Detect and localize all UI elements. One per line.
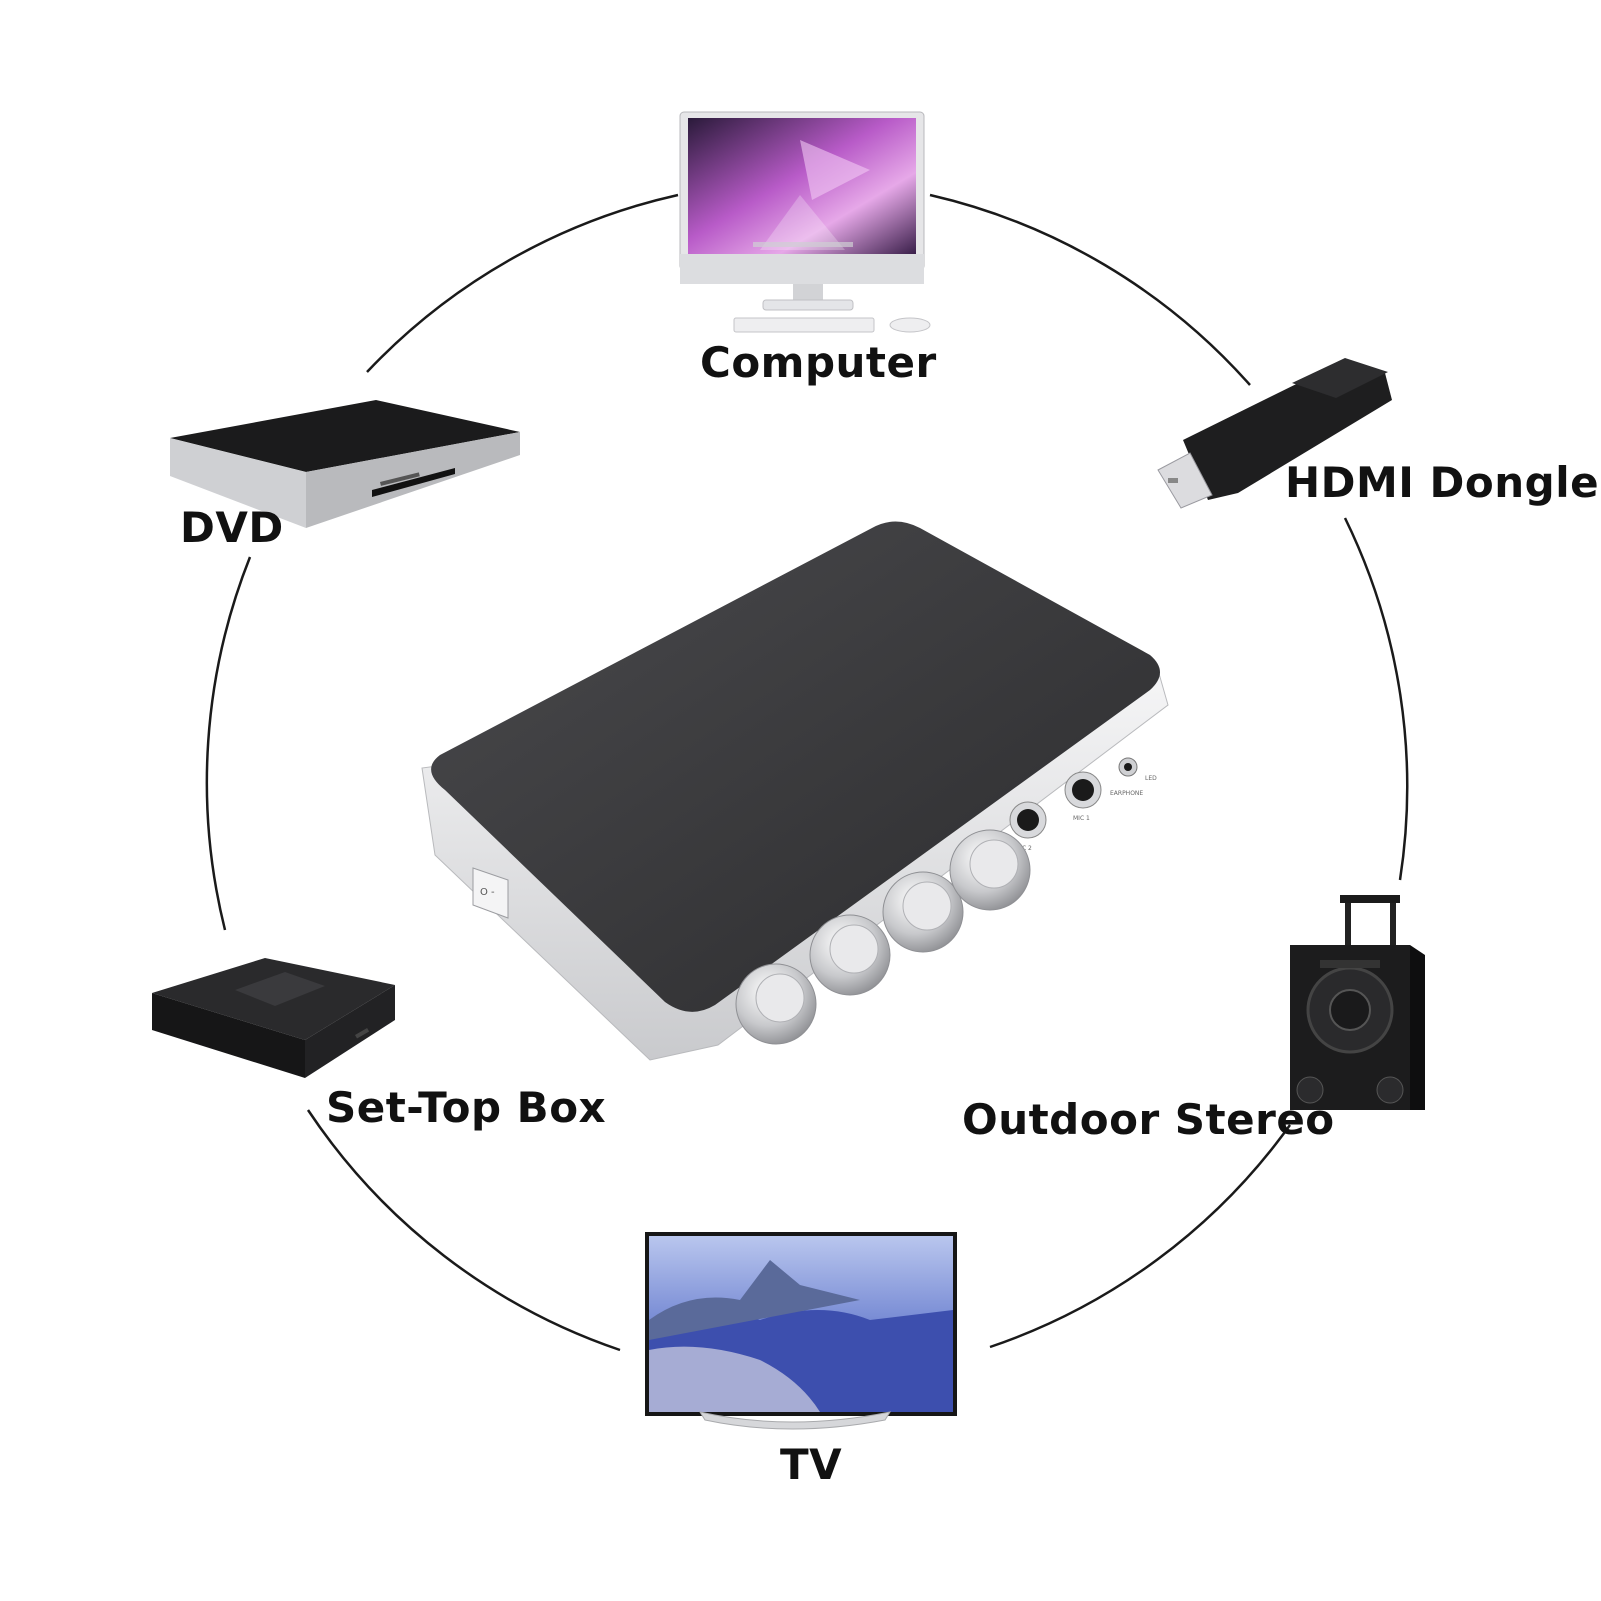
arc-outdoor-tv <box>989 1124 1292 1349</box>
arc-stb-dvd <box>205 556 252 931</box>
svg-text:O -: O - <box>480 887 495 898</box>
led-label: LED <box>1145 775 1157 782</box>
set-top-box-label: Set-Top Box <box>326 1083 607 1132</box>
dvd-label: DVD <box>180 503 284 552</box>
outdoor-stereo-label: Outdoor Stereo <box>962 1095 1335 1144</box>
arc-tv-stb <box>306 1109 621 1352</box>
arc-computer-hdmi <box>929 193 1251 386</box>
hdmi-dongle-icon <box>1157 358 1392 509</box>
mic-volume-knob[interactable] <box>882 871 964 953</box>
tv-icon <box>645 1232 957 1430</box>
arc-dvd-computer <box>366 193 679 373</box>
mic1-label: MIC 1 <box>1073 815 1090 822</box>
set-top-box-icon <box>152 958 395 1078</box>
earphone-jack: EARPHONE <box>1110 757 1143 797</box>
hdmi-dongle-label: HDMI Dongle <box>1285 458 1600 507</box>
connection-circle <box>205 193 1409 1352</box>
computer-label: Computer <box>700 338 937 387</box>
power-switch-icon: O - <box>472 867 509 919</box>
volume-knob[interactable] <box>735 963 817 1045</box>
outdoor-speaker-icon <box>1290 895 1425 1110</box>
mic2-volume-knob[interactable] <box>949 829 1031 911</box>
tv-label: TV <box>780 1440 843 1489</box>
karaoke-mixer-icon: O - MIC 2 MIC 1 EARPHONE LED <box>421 521 1169 1061</box>
mic1-jack: MIC 1 <box>1064 771 1102 822</box>
echo-knob[interactable] <box>809 914 891 996</box>
dvd-player-icon <box>170 400 520 528</box>
arc-hdmi-outdoor <box>1343 517 1409 881</box>
desktop-computer-icon <box>679 111 931 333</box>
earphone-label: EARPHONE <box>1110 790 1143 797</box>
